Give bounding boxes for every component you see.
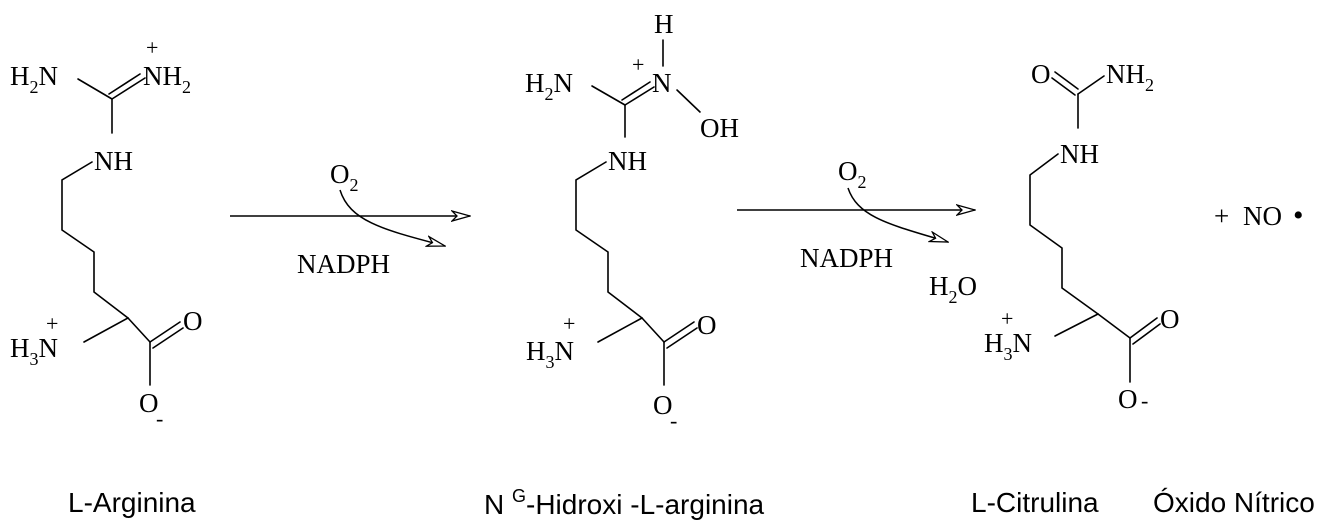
bond: [663, 321, 695, 343]
molecule-l-citrulline: O NH2 NH O O - + H3N L-Citrulina: [971, 59, 1180, 518]
hydroxy-chain: [575, 161, 643, 319]
bond: [641, 317, 665, 343]
hydroxy-amino-left: H2N: [525, 68, 573, 104]
bond: [591, 85, 626, 106]
hydroxy-carboxylate-o: O: [653, 390, 673, 420]
citrulline-carbonyl-left: O: [1031, 59, 1051, 89]
cofactor-nadph: NADPH: [297, 249, 390, 279]
arginine-charge-top: +: [146, 35, 158, 60]
reagent-o2: O2: [838, 156, 867, 192]
citrulline-amine-charge: +: [1001, 306, 1013, 331]
plus-sign: +: [1214, 201, 1229, 231]
bond: [1077, 75, 1105, 95]
citrulline-amide: NH2: [1106, 59, 1154, 95]
cofactor-nadph: NADPH: [800, 243, 893, 273]
no-formula: NO: [1243, 201, 1282, 231]
bond: [1054, 313, 1099, 337]
bond: [152, 327, 184, 349]
radical-dot: •: [1293, 199, 1304, 232]
bond: [1051, 77, 1076, 96]
reaction-arrow-2: O2 NADPH H2O: [737, 156, 977, 307]
bond: [77, 78, 113, 100]
bond: [666, 327, 698, 349]
arginine-iminium-right: NH2: [143, 61, 191, 97]
bond: [149, 321, 181, 343]
citrulline-caption: L-Citrulina: [971, 487, 1099, 518]
hydroxy-amine-charge: +: [563, 311, 575, 336]
bond: [597, 317, 643, 343]
hydroxy-nh: NH: [608, 146, 647, 176]
bond: [621, 81, 651, 101]
hydroxy-top-h: H: [654, 9, 674, 39]
citrulline-carboxylate-charge: -: [1141, 388, 1148, 413]
molecule-n-hydroxy-l-arginine: H + N OH H2N NH O O - + H3N N G-Hidroxi …: [484, 9, 765, 520]
hydroxy-n: N: [652, 68, 672, 98]
hydroxy-n-charge: +: [632, 52, 644, 77]
bond: [108, 73, 141, 95]
hydroxy-caption: N G-Hidroxi -L-arginina: [484, 486, 765, 520]
bond: [83, 317, 129, 343]
bond: [127, 317, 151, 343]
reagent-o2: O2: [330, 159, 359, 195]
arginine-caption: L-Arginina: [68, 487, 196, 518]
citrulline-amine: H3N: [984, 328, 1032, 364]
hydroxy-amine: H3N: [526, 336, 574, 372]
hydroxy-carboxylate-charge: -: [670, 408, 677, 433]
citrulline-nh: NH: [1060, 139, 1099, 169]
citrulline-carbonyl-o: O: [1160, 304, 1180, 334]
arginine-nh: NH: [94, 146, 133, 176]
arginine-amine: H3N: [10, 333, 58, 369]
bond: [676, 89, 701, 113]
arginine-amino-left: H2N: [10, 61, 58, 97]
hydroxy-oh: OH: [700, 113, 739, 143]
arginine-chain: [61, 161, 129, 319]
bond: [1054, 71, 1079, 90]
byproduct-h2o: H2O: [929, 271, 977, 307]
citrulline-carboxylate-o: O: [1118, 384, 1138, 414]
citrulline-chain: [1029, 153, 1099, 315]
hydroxy-carbonyl-o: O: [697, 310, 717, 340]
bond: [1129, 317, 1158, 339]
arginine-carboxylate-o: O: [139, 388, 159, 418]
bond: [1132, 323, 1161, 345]
molecule-l-arginine: H2N + NH2 NH O O - + H3N L-Arginina: [10, 35, 203, 518]
nitric-oxide-caption: Óxido Nítrico: [1153, 487, 1315, 518]
reaction-arrow-1: O2 NADPH: [230, 159, 470, 279]
o2-curved-arrow: [339, 189, 445, 246]
arginine-amine-charge: +: [46, 311, 58, 336]
bond: [1097, 313, 1131, 339]
o2-curved-arrow: [847, 187, 948, 243]
arginine-carboxylate-charge: -: [156, 406, 163, 431]
arginine-carbonyl-o: O: [183, 306, 203, 336]
product-nitric-oxide: + NO • Óxido Nítrico: [1153, 199, 1315, 518]
bond: [624, 86, 655, 106]
bond: [111, 77, 146, 100]
